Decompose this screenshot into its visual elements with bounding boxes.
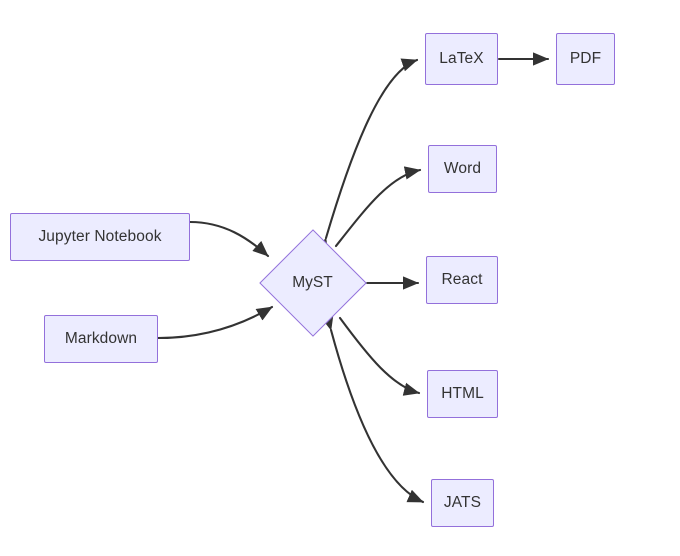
node-myst[interactable]: MyST (258, 229, 367, 337)
edge-markdown-to-myst (156, 305, 274, 340)
node-label-jupyter-notebook: Jupyter Notebook (38, 228, 162, 246)
node-latex[interactable]: LaTeX (425, 33, 498, 85)
edge-jupyter-to-myst (188, 220, 270, 258)
node-label-word: Word (443, 160, 482, 178)
node-label-myst: MyST (292, 274, 333, 291)
node-label-jats: JATS (443, 494, 482, 512)
node-html[interactable]: HTML (427, 370, 498, 418)
edge-myst-to-jats (320, 313, 425, 504)
node-label-html: HTML (441, 385, 484, 403)
node-jupyter-notebook[interactable]: Jupyter Notebook (10, 213, 190, 261)
node-word[interactable]: Word (428, 145, 497, 193)
node-markdown[interactable]: Markdown (44, 315, 158, 363)
node-label-markdown: Markdown (64, 330, 138, 348)
node-react[interactable]: React (426, 256, 498, 304)
node-label-react: React (441, 271, 483, 289)
node-label-pdf: PDF (569, 50, 602, 68)
node-label-latex: LaTeX (439, 50, 484, 68)
node-pdf[interactable]: PDF (556, 33, 615, 85)
edge-myst-to-latex (315, 58, 419, 255)
node-jats[interactable]: JATS (431, 479, 494, 527)
